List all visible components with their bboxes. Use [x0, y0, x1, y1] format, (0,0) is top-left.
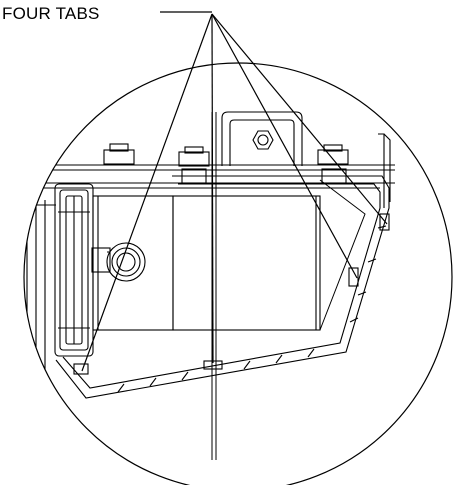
- leader-line-tab-4: [211, 13, 388, 225]
- detail-circle: [23, 62, 453, 485]
- tabs: [73, 213, 390, 375]
- leader-line-tab-3: [211, 13, 358, 279]
- pulley-wheel: [54, 183, 94, 357]
- tab-1: [73, 363, 89, 375]
- tab-2: [203, 360, 223, 370]
- leader-line-tab-1: [81, 13, 213, 372]
- callout-leaders: [81, 11, 388, 372]
- motor-body: [92, 195, 321, 331]
- guard-shroud: [55, 175, 390, 399]
- left-frame: [24, 200, 56, 470]
- tab-3: [348, 267, 359, 287]
- tab-4: [379, 213, 390, 231]
- right-flange: [378, 133, 391, 208]
- callout-label-four-tabs: FOUR TABS: [2, 4, 100, 23]
- shaft-fitting: [91, 242, 146, 282]
- rail-bolts: [103, 143, 349, 184]
- mounting-bracket: [211, 111, 303, 460]
- detail-contents: [24, 111, 395, 470]
